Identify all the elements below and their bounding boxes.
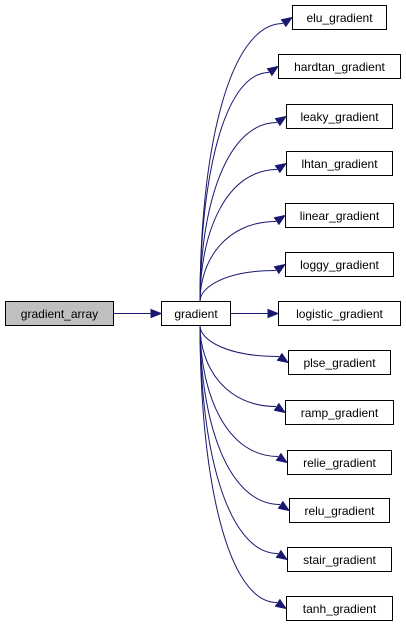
node-tanh-gradient[interactable]: tanh_gradient (286, 596, 393, 621)
edge-gradient-to-relie-gradient (199, 325, 279, 457)
edge-gradient-to-plse-gradient (199, 325, 280, 357)
edge-gradient-to-ramp-gradient (199, 325, 277, 407)
node-loggy-gradient[interactable]: loggy_gradient (285, 252, 394, 277)
node-logistic-gradient[interactable]: logistic_gradient (278, 301, 401, 326)
node-hardtan-gradient-label: hardtan_gradient (294, 60, 385, 74)
arrowhead-plse-gradient (276, 352, 290, 364)
node-plse-gradient-label: plse_gradient (303, 356, 376, 370)
edge-gradient-to-stair-gradient (199, 325, 279, 554)
arrowhead-linear-gradient (273, 214, 287, 226)
arrowhead-lhtan-gradient (274, 162, 288, 174)
node-ramp-gradient[interactable]: ramp_gradient (285, 400, 394, 425)
node-leaky-gradient[interactable]: leaky_gradient (286, 104, 393, 129)
node-gradient-array[interactable]: gradient_array (5, 301, 114, 326)
edge-gradient-to-tanh-gradient (199, 325, 278, 603)
edge-gradient-to-hardtan-gradient (199, 72, 270, 302)
node-loggy-gradient-label: loggy_gradient (300, 258, 379, 272)
arrowhead-hardtan-gradient (266, 65, 280, 77)
edge-gradient-to-lhtan-gradient (199, 169, 278, 302)
node-hardtan-gradient[interactable]: hardtan_gradient (278, 54, 401, 79)
edge-gradient-to-loggy-gradient (199, 270, 277, 302)
arrowhead-elu-gradient (280, 16, 294, 28)
node-stair-gradient-label: stair_gradient (303, 553, 376, 567)
node-relu-gradient[interactable]: relu_gradient (289, 498, 390, 523)
node-gradient-array-label: gradient_array (21, 307, 98, 321)
arrowhead-gradient (150, 308, 163, 319)
callee-edges (199, 16, 294, 610)
arrowhead-leaky-gradient (274, 115, 288, 127)
node-plse-gradient[interactable]: plse_gradient (288, 350, 391, 375)
node-logistic-gradient-label: logistic_gradient (296, 307, 383, 321)
node-ramp-gradient-label: ramp_gradient (301, 406, 379, 420)
arrowhead-stair-gradient (275, 549, 289, 561)
arrowhead-relie-gradient (275, 452, 289, 464)
node-relu-gradient-label: relu_gradient (304, 504, 375, 518)
node-linear-gradient-label: linear_gradient (300, 209, 380, 223)
node-relie-gradient[interactable]: relie_gradient (287, 450, 392, 475)
node-stair-gradient[interactable]: stair_gradient (287, 547, 392, 572)
node-lhtan-gradient-label: lhtan_gradient (301, 157, 378, 171)
node-lhtan-gradient[interactable]: lhtan_gradient (286, 151, 393, 176)
node-relie-gradient-label: relie_gradient (303, 456, 376, 470)
node-linear-gradient[interactable]: linear_gradient (285, 203, 394, 228)
node-leaky-gradient-label: leaky_gradient (300, 110, 379, 124)
edge-gradient-to-leaky-gradient (199, 122, 278, 302)
arrowhead-tanh-gradient (274, 598, 288, 610)
node-elu-gradient-label: elu_gradient (306, 11, 373, 25)
node-gradient-label: gradient (174, 307, 218, 321)
edge-gradient-to-linear-gradient (199, 221, 277, 302)
arrowhead-ramp-gradient (273, 402, 287, 414)
node-elu-gradient[interactable]: elu_gradient (292, 5, 387, 30)
edge-gradient-to-relu-gradient (199, 325, 281, 505)
arrowhead-logistic-gradient (267, 308, 280, 319)
arrowhead-loggy-gradient (273, 263, 287, 275)
node-tanh-gradient-label: tanh_gradient (303, 602, 377, 616)
node-gradient[interactable]: gradient (161, 301, 231, 326)
arrowhead-relu-gradient (277, 500, 291, 512)
